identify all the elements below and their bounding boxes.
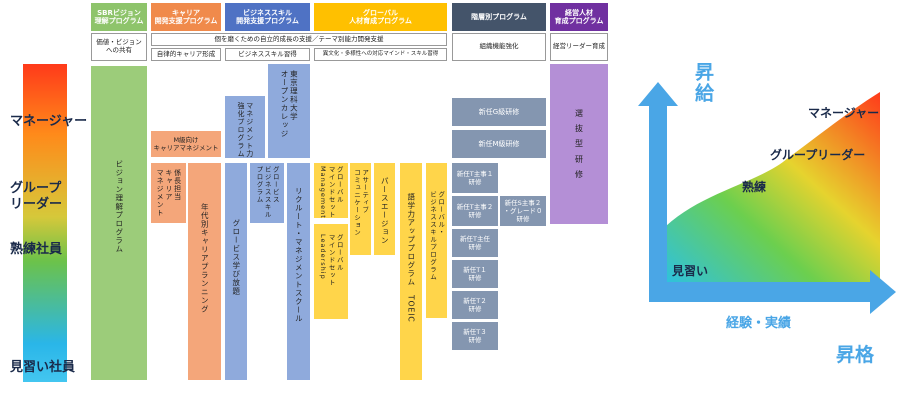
program-kachou: 係長担当 キャリア マネジメント xyxy=(151,163,186,223)
program-gm-lead: グローバル マインドセット Leadership xyxy=(314,224,348,319)
program-recruit: リクルート・マネジメントスクール xyxy=(287,163,310,380)
program-tt2: 新任T２ 研修 xyxy=(452,291,498,319)
x-axis-arrow xyxy=(649,270,896,314)
program-assertive: アサーティブ コミュニケーション xyxy=(350,163,371,255)
header-global: グローバル 人材育成プログラム xyxy=(314,3,447,31)
level-skilled: 熟練社員 xyxy=(10,242,63,257)
stage-group-leader: グループリーダー xyxy=(770,148,866,162)
y-axis-arrow xyxy=(638,82,678,296)
program-nendai: 年代別キャリアプランニング xyxy=(188,163,221,380)
subheader-sbr: 価値・ビジョン への共有 xyxy=(91,33,147,61)
program-m-career: M級向け キャリアマネジメント xyxy=(151,131,221,157)
growth-area xyxy=(660,92,880,292)
header-business: ビジネススキル 開発支援プログラム xyxy=(225,3,310,31)
program-persuasion: パースエージョン xyxy=(374,163,395,255)
program-t2: 新任T主事２ 研修 xyxy=(452,196,498,226)
level-gradient-bar xyxy=(23,64,67,382)
program-globis-biz: グロービス ビジネススキル プログラム xyxy=(250,163,284,223)
x-axis-caption: 経験・実績 xyxy=(726,316,792,331)
y-axis-label: 昇給 xyxy=(692,62,714,104)
program-tt1: 新任T１ 研修 xyxy=(452,260,498,288)
stage-manager: マネージャー xyxy=(808,106,880,120)
subheader-career: 自律的キャリア形成 xyxy=(151,48,221,61)
growth-chart xyxy=(638,82,896,314)
program-senbatsu: 選 抜 型 研 修 xyxy=(550,64,608,224)
header-mgmt: 経営人材 育成プログラム xyxy=(550,3,608,31)
program-tt3: 新任T３ 研修 xyxy=(452,322,498,350)
program-t1: 新任T主事１ 研修 xyxy=(452,163,498,193)
subheader-global: 異文化・多様性への対応マインド・スキル習得 xyxy=(314,48,447,61)
program-tokyo-rika: 東京理科大学 オープンカレッジ xyxy=(268,64,310,158)
subheader-business: ビジネススキル習得 xyxy=(225,48,310,61)
program-mgmt-power: マネジメント力 強化プログラム xyxy=(225,96,265,158)
program-globis-free: グロービス学び放題 xyxy=(225,163,247,380)
program-tshunin: 新任T主任 研修 xyxy=(452,229,498,257)
program-vision: ビジョン理解プログラム xyxy=(91,66,147,380)
program-global-biz: グローバル・ ビジネススキルプログラム xyxy=(426,163,447,318)
stage-apprentice: 見習い xyxy=(672,264,709,278)
header-career: キャリア 開発支援プログラム xyxy=(151,3,221,31)
level-apprentice: 見習い社員 xyxy=(10,360,76,375)
subheader-mgmt: 経営リーダー育成 xyxy=(550,33,608,61)
stage-skilled: 熟練 xyxy=(742,180,767,194)
program-new-m: 新任M級研修 xyxy=(452,130,546,158)
level-manager: マネージャー xyxy=(10,114,88,129)
x-axis-label: 昇格 xyxy=(836,344,875,366)
header-sbr: SBRビジョン 理解プログラム xyxy=(91,3,147,31)
subheader-main: 個を磨くための自立的成長の支援／テーマ別能力開発支援 xyxy=(151,33,447,46)
program-s2: 新任S主事２ ・グレード０ 研修 xyxy=(500,196,546,226)
level-group-leader: グループ リーダー xyxy=(10,181,63,213)
program-new-g: 新任G級研修 xyxy=(452,98,546,126)
program-gogaku: 語学力アッププログラム TOEIC xyxy=(400,163,422,380)
header-rank: 階層別プログラム xyxy=(452,3,546,31)
subheader-rank: 組織機能強化 xyxy=(452,33,546,61)
program-gm-mgmt: グローバル マインドセット Management xyxy=(314,163,348,219)
